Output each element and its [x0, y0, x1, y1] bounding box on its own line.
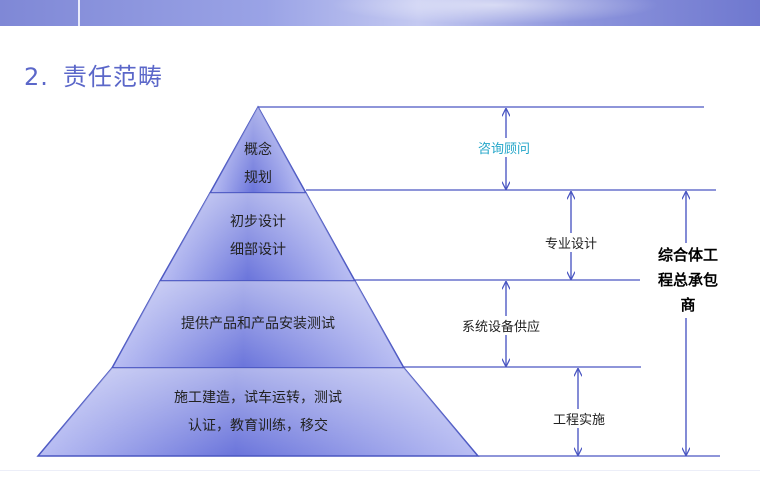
level-4-line-1: 施工建造，试车运转，测试	[174, 390, 342, 406]
title-number: 2.	[24, 63, 49, 91]
pyramid-level-2	[158, 192, 357, 282]
epc-line-3: 商	[680, 296, 696, 314]
level-4-label: 施工建造，试车运转，测试 认证，教育训练，移交	[108, 384, 408, 440]
footer-divider	[0, 470, 760, 471]
level-2-line-1: 初步设计	[230, 214, 286, 230]
epc-line-1: 综合体工	[657, 246, 718, 264]
page-title: 2. 责任范畴	[24, 57, 163, 92]
pyramid-level-4	[36, 367, 480, 457]
level-1-label: 概念 规划	[208, 136, 308, 192]
epc-contractor-label: 综合体工 程总承包 商	[648, 243, 728, 318]
epc-line-2: 程总承包	[657, 271, 718, 289]
level-3-line-1: 提供产品和产品安装测试	[181, 316, 335, 332]
header-divider	[78, 0, 80, 26]
design-label: 专业设计	[545, 233, 598, 252]
system-supply-label: 系统设备供应	[462, 316, 541, 335]
level-1-line-1: 概念	[244, 142, 272, 158]
level-4-line-2: 认证，教育训练，移交	[188, 418, 328, 434]
title-text: 责任范畴	[62, 63, 163, 91]
pyramid-level-3	[110, 280, 406, 369]
level-2-label: 初步设计 细部设计	[178, 208, 338, 264]
level-1-line-2: 规划	[244, 170, 272, 186]
construction-label: 工程实施	[553, 409, 606, 428]
level-3-label: 提供产品和产品安装测试	[128, 310, 388, 338]
scope-lines	[258, 106, 720, 457]
header-bar	[0, 0, 760, 26]
consulting-label: 咨询顾问	[478, 138, 531, 157]
level-2-line-2: 细部设计	[230, 242, 286, 258]
